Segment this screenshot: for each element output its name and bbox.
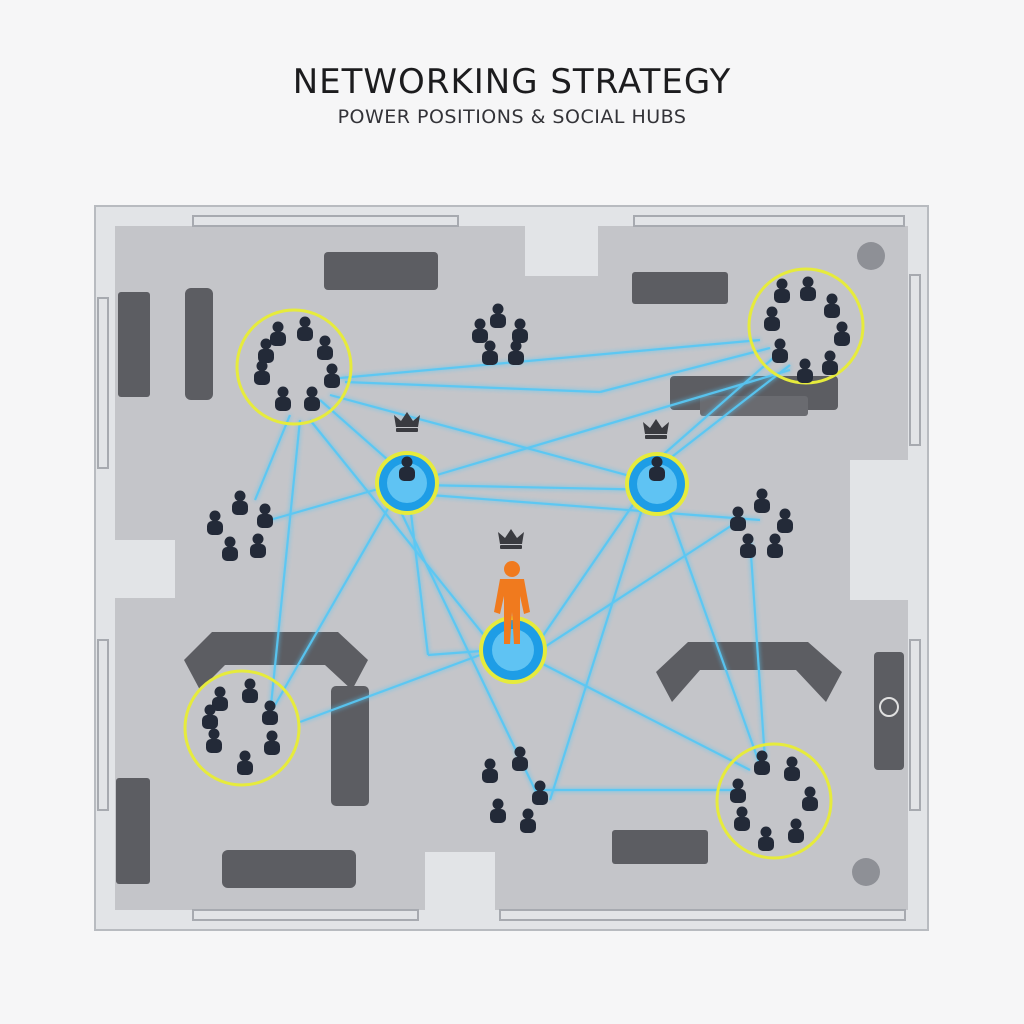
pillar-top-right [857, 242, 885, 270]
orange-person-icon [494, 561, 530, 644]
hub-ring-bottom-left [183, 669, 301, 787]
power-position-right [625, 419, 689, 516]
sectional-right [656, 642, 842, 702]
page-subtitle: POWER POSITIONS & SOCIAL HUBS [337, 106, 687, 128]
hub-ring-top-left [235, 308, 353, 426]
sofa-bottom [222, 850, 356, 888]
social-hubs [183, 267, 865, 860]
table-center-right [700, 396, 808, 416]
sofa-top [324, 252, 438, 290]
pillar-bottom-right [852, 858, 880, 886]
cabinet-left-bottom [116, 778, 150, 884]
hub-ring-top-right [747, 267, 865, 385]
power-position-center [479, 529, 547, 684]
cabinet-right [874, 652, 904, 770]
sofa-left [185, 288, 213, 400]
power-position-left [375, 412, 439, 515]
outlet-icon [879, 697, 899, 717]
sofa-left-vertical [331, 686, 369, 806]
windows [97, 215, 921, 921]
connection-links [253, 338, 791, 801]
furniture [116, 242, 904, 888]
cabinet-left-top [118, 292, 150, 397]
desk-top-right [632, 272, 728, 304]
desk-bottom-right [612, 830, 708, 864]
hub-ring-bottom-right [715, 742, 833, 860]
page-title: NETWORKING STRATEGY [292, 62, 732, 102]
